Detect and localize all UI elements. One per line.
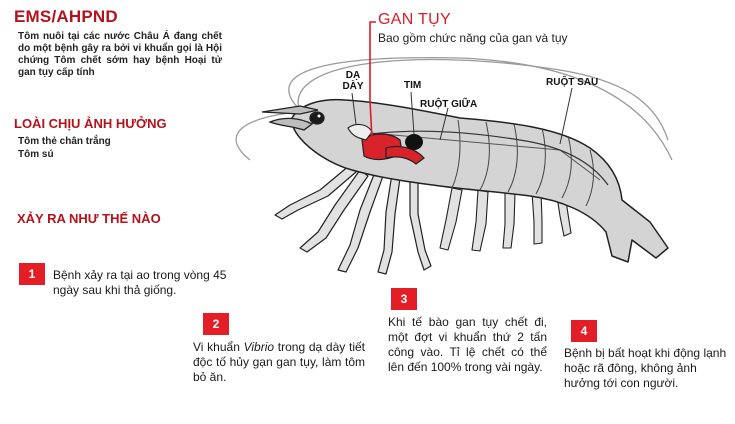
- leader-lines: [351, 87, 573, 145]
- midgut-label: RUỘT GIỮA: [420, 99, 478, 110]
- step-2-text: Vi khuẩn Vibrio trong dạ dày tiết độc tố…: [193, 340, 365, 384]
- swimmerets: [439, 187, 572, 252]
- step-2-badge: 2: [203, 313, 229, 335]
- species-heading: LOÀI CHỊU ẢNH HƯỞNG: [14, 116, 167, 131]
- how-heading: XẢY RA NHƯ THẾ NÀO: [17, 211, 161, 226]
- walking-legs: [274, 164, 432, 275]
- step-1-badge: 1: [19, 263, 45, 285]
- antennae: [235, 57, 673, 161]
- step-3-badge: 3: [391, 288, 417, 310]
- intro-text: Tôm nuôi tại các nước Châu Á đang chết d…: [18, 31, 222, 78]
- page-title: EMS/AHPND: [14, 7, 118, 26]
- heart-label: TIM: [404, 80, 422, 91]
- species-list: Tôm thẻ chân trắng Tôm sú: [18, 135, 111, 161]
- gan-tuy-label: GAN TỤY: [378, 11, 451, 28]
- stomach-label: DẠ DÀY: [342, 70, 364, 92]
- step-4-badge: 4: [571, 320, 597, 342]
- internal-organs: [347, 123, 609, 186]
- shrimp-head: [261, 105, 325, 131]
- gan-tuy-pointer: [369, 21, 376, 141]
- step-4-text: Bệnh bị bất hoạt khi động lạnh hoặc rã đ…: [564, 346, 727, 390]
- heart-organ: [405, 134, 423, 150]
- step-1-text: Bệnh xảy ra tại ao trong vòng 45 ngày sa…: [53, 268, 227, 297]
- species-item: Tôm sú: [18, 149, 54, 160]
- step-3-text: Khi tế bào gan tụy chết đi, một đợt vi k…: [388, 315, 547, 374]
- species-item: Tôm thẻ chân trắng: [18, 136, 111, 147]
- hindgut-label: RUỘT SAU: [546, 77, 599, 88]
- gut-line: [371, 130, 609, 186]
- stomach-organ: [347, 123, 373, 141]
- gan-tuy-description: Bao gồm chức năng của gan và tụy: [378, 31, 568, 45]
